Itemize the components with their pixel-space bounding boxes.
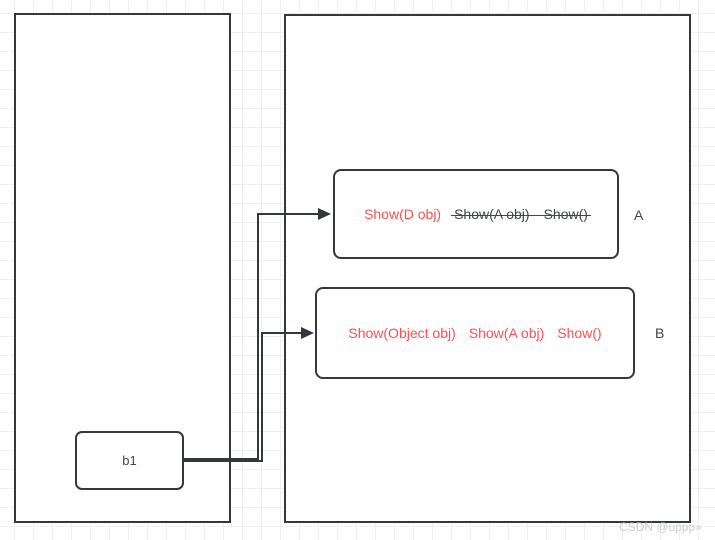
edge-b1-to-box-b[interactable] [184, 332, 302, 462]
box-a-method-row: Show(D obj) Show(A obj) Show() [364, 206, 591, 222]
node-box-b[interactable]: Show(Object obj) Show(A obj) Show() [315, 287, 635, 379]
box-a-side-label: A [634, 207, 644, 223]
box-a-struck-method-2: Show() [543, 206, 588, 222]
box-b-method-1: Show(Object obj) [348, 325, 456, 341]
right-container-shape[interactable] [284, 14, 691, 523]
arrowhead-box-b-icon [301, 327, 314, 339]
edge-b1-to-box-a[interactable] [184, 213, 319, 460]
csdn-watermark: CSDN @uppp» [619, 520, 702, 534]
box-b-side-label: B [655, 325, 665, 341]
arrowhead-box-a-icon [318, 208, 331, 220]
node-b1[interactable]: b1 [75, 431, 184, 490]
box-a-struck-method-1: Show(A obj) [454, 206, 530, 222]
box-b-method-3: Show() [557, 325, 602, 341]
box-b-method-2: Show(A obj) [468, 325, 545, 341]
box-b-method-row: Show(Object obj) Show(A obj) Show() [348, 325, 601, 341]
box-a-active-method: Show(D obj) [364, 206, 442, 222]
b1-label: b1 [122, 453, 137, 468]
node-box-a[interactable]: Show(D obj) Show(A obj) Show() [333, 169, 619, 259]
box-a-struck-methods: Show(A obj) Show() [451, 206, 591, 222]
